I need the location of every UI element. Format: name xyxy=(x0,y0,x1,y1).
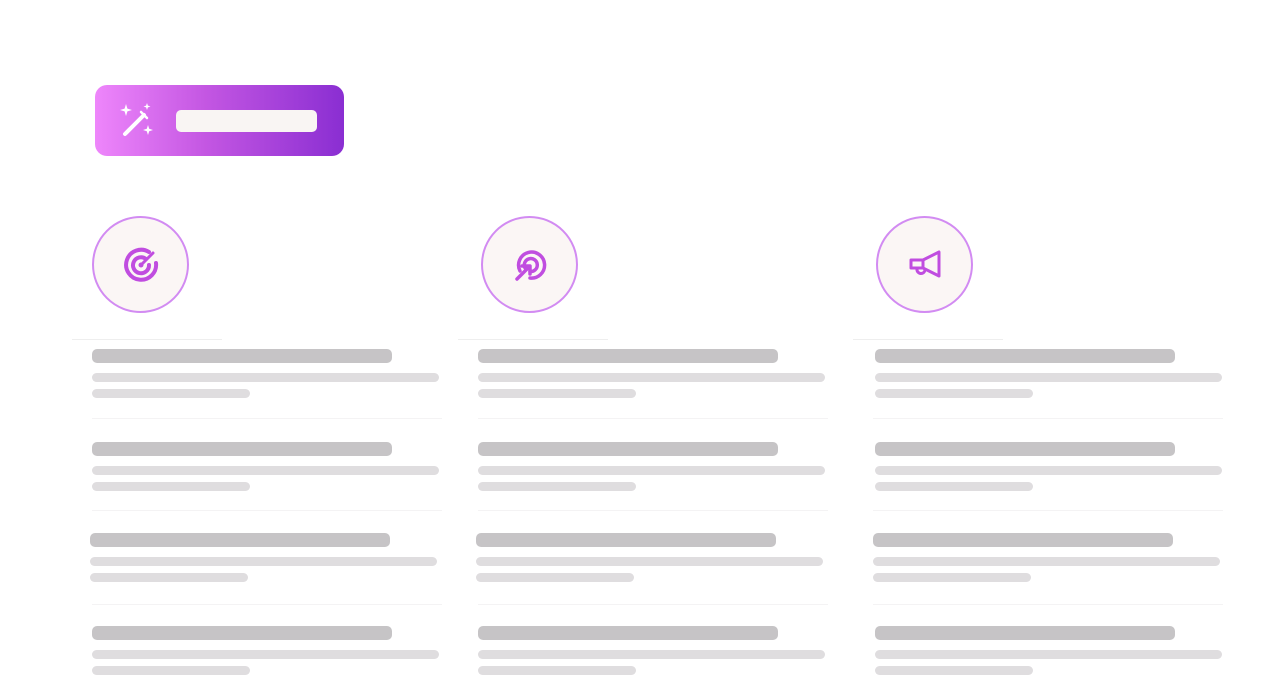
list-item xyxy=(875,626,1225,686)
list-item xyxy=(873,533,1223,593)
item-separator xyxy=(92,604,442,605)
item-separator xyxy=(478,604,828,605)
list-item xyxy=(478,442,828,502)
list-item xyxy=(90,533,440,593)
magic-ai-badge[interactable] xyxy=(95,85,344,156)
item-separator xyxy=(478,418,828,419)
target-icon-circle xyxy=(92,216,189,313)
list-item xyxy=(478,626,828,686)
item-meta-skeleton xyxy=(476,573,634,582)
item-title-skeleton xyxy=(873,533,1173,547)
item-text-skeleton xyxy=(476,557,823,566)
megaphone-icon xyxy=(909,250,940,277)
list-item xyxy=(92,442,442,502)
item-text-skeleton xyxy=(92,466,439,475)
item-separator xyxy=(873,510,1223,511)
list-item xyxy=(476,533,826,593)
item-meta-skeleton xyxy=(90,573,248,582)
item-meta-skeleton xyxy=(92,482,250,491)
item-title-skeleton xyxy=(875,442,1175,456)
item-title-skeleton xyxy=(92,349,392,363)
item-meta-skeleton xyxy=(875,389,1033,398)
target-arrow-icon xyxy=(514,249,546,281)
column-divider xyxy=(72,339,222,340)
target-arrow-icon-circle xyxy=(481,216,578,313)
item-text-skeleton xyxy=(478,373,825,382)
item-separator xyxy=(92,510,442,511)
target-bullseye-icon xyxy=(123,247,158,282)
item-text-skeleton xyxy=(875,373,1222,382)
item-meta-skeleton xyxy=(875,482,1033,491)
item-meta-skeleton xyxy=(478,666,636,675)
badge-label-placeholder xyxy=(176,110,317,132)
item-text-skeleton xyxy=(478,466,825,475)
megaphone-icon-circle xyxy=(876,216,973,313)
item-text-skeleton xyxy=(873,557,1220,566)
item-title-skeleton xyxy=(478,626,778,640)
item-text-skeleton xyxy=(875,650,1222,659)
list-item xyxy=(92,626,442,686)
item-meta-skeleton xyxy=(875,666,1033,675)
item-title-skeleton xyxy=(875,626,1175,640)
item-title-skeleton xyxy=(478,442,778,456)
item-title-skeleton xyxy=(476,533,776,547)
item-separator xyxy=(873,418,1223,419)
list-item xyxy=(875,442,1225,502)
list-item xyxy=(875,349,1225,409)
magic-wand-sparkles-icon xyxy=(120,103,153,136)
item-text-skeleton xyxy=(875,466,1222,475)
item-text-skeleton xyxy=(90,557,437,566)
item-separator xyxy=(873,604,1223,605)
item-text-skeleton xyxy=(478,650,825,659)
item-separator xyxy=(92,418,442,419)
item-title-skeleton xyxy=(90,533,390,547)
column-divider xyxy=(458,339,608,340)
item-text-skeleton xyxy=(92,373,439,382)
item-separator xyxy=(478,510,828,511)
item-meta-skeleton xyxy=(478,482,636,491)
item-title-skeleton xyxy=(92,442,392,456)
item-meta-skeleton xyxy=(92,666,250,675)
item-meta-skeleton xyxy=(478,389,636,398)
item-title-skeleton xyxy=(875,349,1175,363)
item-title-skeleton xyxy=(478,349,778,363)
item-title-skeleton xyxy=(92,626,392,640)
list-item xyxy=(92,349,442,409)
item-text-skeleton xyxy=(92,650,439,659)
list-item xyxy=(478,349,828,409)
column-divider xyxy=(853,339,1003,340)
item-meta-skeleton xyxy=(92,389,250,398)
item-meta-skeleton xyxy=(873,573,1031,582)
